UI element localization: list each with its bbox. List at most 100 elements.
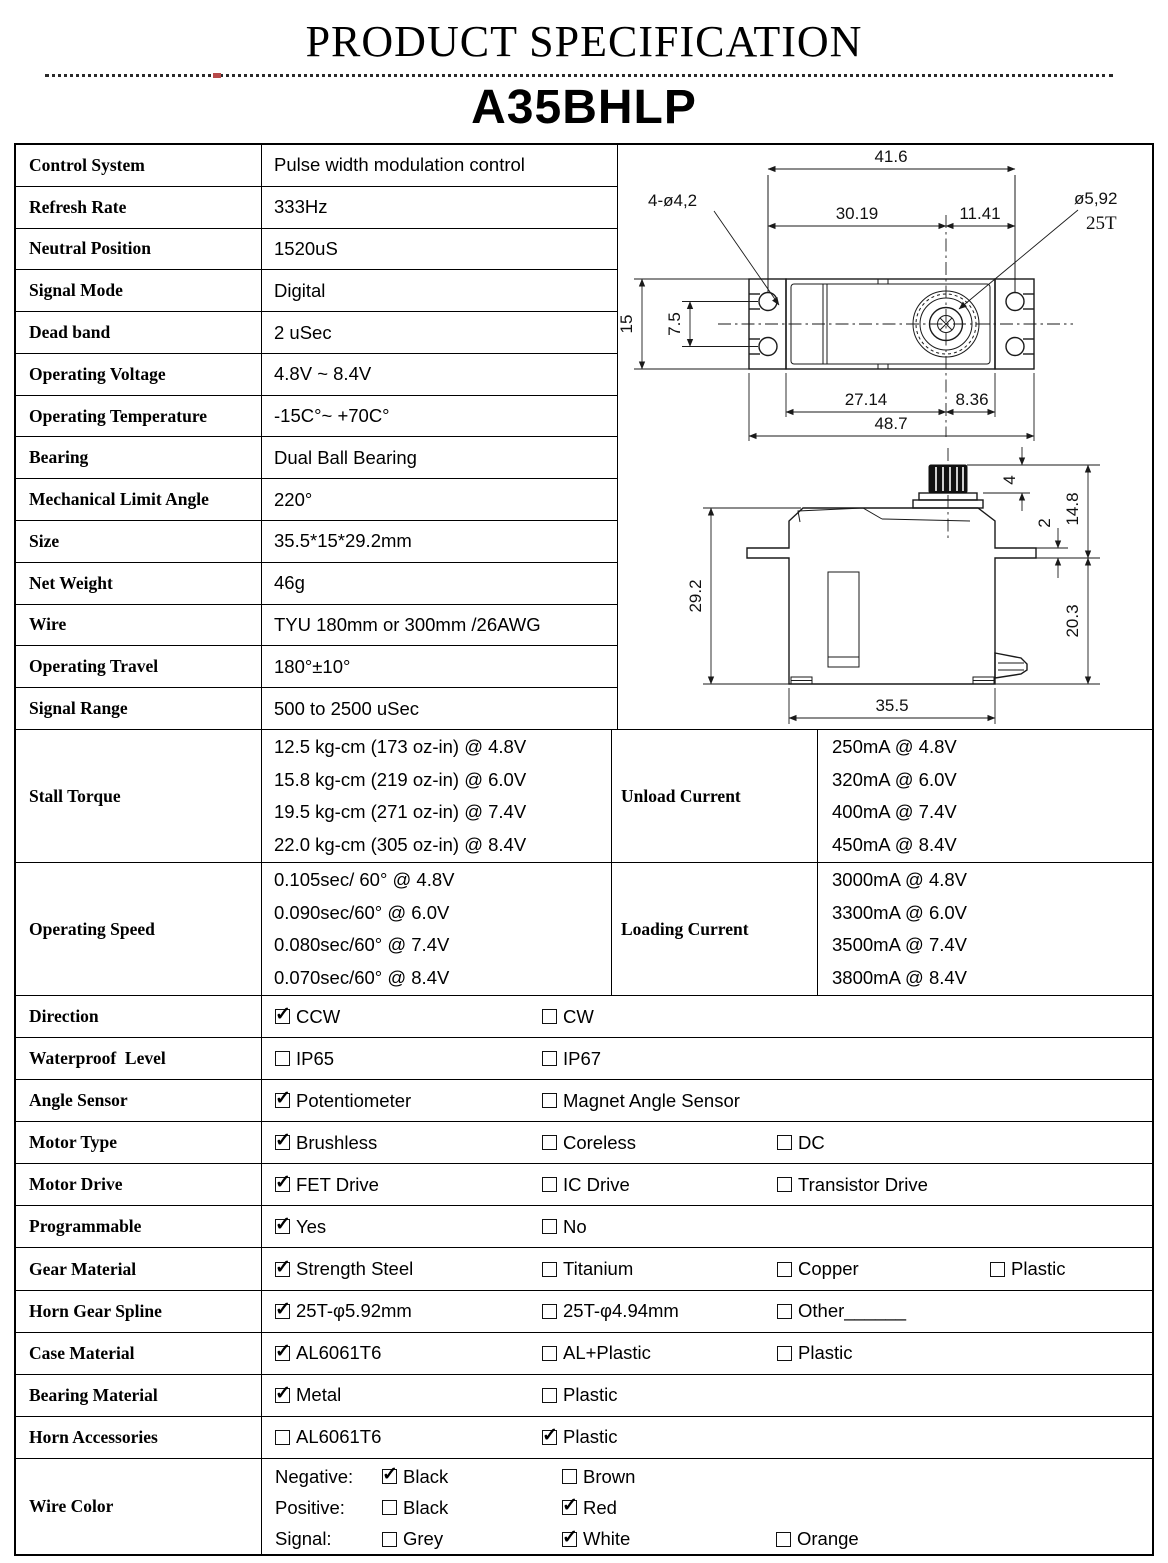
wire-color-row: Wire Color Negative:BlackBrownPositive:B… bbox=[16, 1458, 1152, 1555]
spec-value: 46g bbox=[274, 572, 305, 594]
checkbox-unchecked-icon bbox=[542, 1093, 557, 1109]
option-choice-label: DC bbox=[798, 1131, 825, 1153]
perf-value-line: 12.5 kg-cm (173 oz-in) @ 4.8V bbox=[274, 736, 527, 757]
wire-polarity-label: Signal: bbox=[275, 1528, 332, 1550]
option-choice: Plastic bbox=[542, 1384, 618, 1406]
checkbox-checked-icon bbox=[275, 1129, 291, 1152]
checkbox-unchecked-icon bbox=[542, 1261, 557, 1277]
option-label: Motor Type bbox=[16, 1122, 262, 1164]
option-choice: Coreless bbox=[542, 1132, 636, 1154]
spec-label: Dead band bbox=[16, 312, 262, 353]
dim-hole-span: 41.6 bbox=[874, 147, 907, 166]
spec-value: TYU 180mm or 300mm /26AWG bbox=[274, 613, 541, 635]
perf-value-line: 450mA @ 8.4V bbox=[832, 833, 957, 855]
checkbox-checked-icon bbox=[275, 1298, 291, 1321]
option-row: Motor Type Brushless Coreless DC bbox=[16, 1122, 1152, 1165]
label-mounting-holes: 4-ø4,2 bbox=[648, 191, 697, 210]
spec-row: Operating Temperature-15C°~ +70C° bbox=[16, 395, 617, 438]
option-label: Gear Material bbox=[16, 1248, 262, 1290]
dim-flange-thickness: 2 bbox=[1035, 518, 1054, 527]
wire-color-choice-label: Red bbox=[583, 1496, 617, 1518]
technical-drawing-panel: 41.6 30.19 11.41 4-ø4,2 ø5,92 25T 15 bbox=[617, 145, 1152, 729]
option-choice-label: AL6061T6 bbox=[296, 1342, 382, 1364]
option-choice-label: Copper bbox=[798, 1258, 859, 1279]
checkbox-unchecked-icon bbox=[776, 1531, 791, 1547]
checkbox-checked-icon bbox=[542, 1424, 558, 1447]
option-choice-label: Yes bbox=[296, 1215, 327, 1237]
option-choice: FET Drive bbox=[275, 1171, 379, 1196]
option-choice: Brushless bbox=[275, 1129, 377, 1154]
option-choice: 25T-φ4.94mm bbox=[542, 1300, 679, 1322]
perf-value-line: 400mA @ 7.4V bbox=[832, 801, 957, 822]
spec-label: Neutral Position bbox=[16, 228, 262, 270]
perf-value-line: 19.5 kg-cm (271 oz-in) @ 7.4V bbox=[274, 801, 527, 822]
option-choice-label: Strength Steel bbox=[296, 1258, 414, 1279]
option-row: Gear Material Strength Steel Titanium Coppe… bbox=[16, 1248, 1152, 1291]
option-row: Horn Gear Spline25T-φ5.92mm25T-φ4.94mmOt… bbox=[16, 1290, 1152, 1333]
option-choice: IC Drive bbox=[542, 1174, 630, 1196]
dim-shaft-to-right: 11.41 bbox=[959, 204, 1000, 223]
spec-value: 500 to 2500 uSec bbox=[274, 697, 420, 719]
spec-value: 4.8V ~ 8.4V bbox=[274, 363, 372, 385]
checkbox-checked-icon bbox=[275, 1340, 291, 1363]
checkbox-unchecked-icon bbox=[542, 1387, 557, 1403]
checkbox-unchecked-icon bbox=[562, 1469, 577, 1485]
perf-value-line: 0.090sec/60° @ 6.0V bbox=[274, 901, 450, 923]
checkbox-unchecked-icon bbox=[542, 1135, 557, 1151]
option-choice-label: Plastic bbox=[798, 1342, 853, 1364]
option-choice: Potentiometer bbox=[275, 1087, 411, 1112]
checkbox-unchecked-icon bbox=[542, 1009, 557, 1025]
checkbox-checked-icon bbox=[275, 1087, 291, 1110]
option-choice-label: Plastic bbox=[563, 1384, 618, 1406]
checkbox-unchecked-icon bbox=[777, 1261, 792, 1277]
spec-value: Digital bbox=[274, 279, 326, 301]
wire-color-line: Signal:GreyWhiteOrange bbox=[262, 1524, 1152, 1555]
option-row: Angle Sensor Potentiometer Magnet Angle Se… bbox=[16, 1080, 1152, 1123]
option-row: Horn AccessoriesAL6061T6Plastic bbox=[16, 1416, 1152, 1459]
servo-side-view-drawing: 29.2 35.5 4 2 14.8 bbox=[686, 447, 1100, 724]
spec-label: Bearing bbox=[16, 437, 262, 479]
option-label: Angle Sensor bbox=[16, 1080, 262, 1122]
wire-color-choice: Grey bbox=[382, 1528, 443, 1550]
dim-spline-to-flange: 14.8 bbox=[1063, 492, 1082, 525]
option-choice: Transistor Drive bbox=[777, 1174, 928, 1196]
option-choice-label: Titanium bbox=[563, 1258, 634, 1279]
perf-value-line: 3000mA @ 4.8V bbox=[832, 869, 968, 890]
spec-label: Refresh Rate bbox=[16, 186, 262, 228]
spec-label: Wire bbox=[16, 604, 262, 646]
dim-shaft-to-case: 8.36 bbox=[955, 390, 988, 409]
spec-label: Control System bbox=[16, 145, 262, 186]
spec-value: 333Hz bbox=[274, 196, 328, 218]
perf-value-line: 22.0 kg-cm (305 oz-in) @ 8.4V bbox=[274, 833, 527, 855]
perf-value-line: 15.8 kg-cm (219 oz-in) @ 6.0V bbox=[274, 768, 527, 790]
spec-label: Mechanical Limit Angle bbox=[16, 479, 262, 521]
checkbox-unchecked-icon bbox=[542, 1219, 557, 1235]
perf-value-line: 320mA @ 6.0V bbox=[832, 768, 957, 790]
option-choice: Magnet Angle Sensor bbox=[542, 1090, 740, 1112]
wire-color-choice-label: Orange bbox=[797, 1528, 859, 1550]
option-choice: Plastic bbox=[542, 1424, 618, 1448]
wire-color-line: Positive:BlackRed bbox=[262, 1492, 1152, 1523]
option-label: Waterproof Level bbox=[16, 1038, 262, 1080]
option-choices: Potentiometer Magnet Angle Sensor bbox=[262, 1080, 1152, 1121]
option-choice: IP65 bbox=[275, 1048, 334, 1070]
dim-spline-height: 4 bbox=[1000, 475, 1019, 484]
model-name: A35BHLP bbox=[471, 81, 697, 134]
